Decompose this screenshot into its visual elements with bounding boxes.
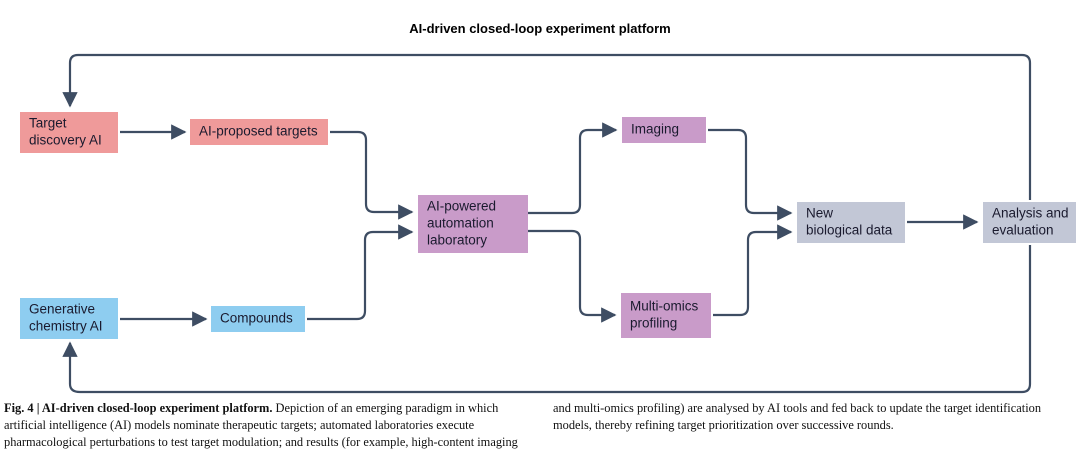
node-imaging: Imaging: [622, 117, 706, 143]
node-label-ai-powered-automation-laboratory: AI-powered: [427, 199, 496, 214]
node-box-analysis-and-evaluation: [983, 202, 1076, 243]
node-label-multi-omics-profiling: Multi-omics: [630, 299, 699, 314]
caption-title: AI-driven closed-loop experiment platfor…: [41, 401, 273, 415]
figure-diagram: AI-driven closed-loop experiment platfor…: [20, 21, 1076, 394]
edge-lab-to-imaging: [528, 122, 618, 215]
edge-multiomics-to-data: [713, 224, 793, 317]
node-label-analysis-and-evaluation: evaluation: [992, 223, 1054, 238]
edge-lab-to-multiomics: [528, 229, 617, 323]
node-box-multi-omics-profiling: [621, 293, 711, 338]
node-label-target-discovery-ai: Target: [29, 116, 67, 131]
node-compounds: Compounds: [211, 306, 305, 332]
node-target-discovery-ai: Target discovery AI: [20, 112, 118, 153]
edge-proposed-to-lab: [330, 130, 414, 220]
node-label-ai-proposed-targets: AI-proposed targets: [199, 124, 318, 139]
diagram-nodes: Target discovery AI AI-proposed targetsGen…: [20, 112, 1076, 339]
node-multi-omics-profiling: Multi-omics profiling: [621, 293, 711, 338]
node-label-new-biological-data: biological data: [806, 223, 893, 238]
node-label-generative-chemistry-ai: Generative: [29, 302, 95, 317]
node-box-imaging: [622, 117, 706, 143]
node-label-target-discovery-ai: discovery AI: [29, 133, 102, 148]
caption-figure-number: Fig. 4: [4, 401, 34, 415]
node-label-ai-powered-automation-laboratory: automation: [427, 216, 494, 231]
node-label-ai-powered-automation-laboratory: laboratory: [427, 233, 487, 248]
edge-analysis-feedback-top: [62, 53, 1032, 200]
diagram-title: AI-driven closed-loop experiment platfor…: [409, 21, 671, 36]
node-box-generative-chemistry-ai: [20, 298, 118, 339]
node-analysis-and-evaluation: Analysis and evaluation: [983, 202, 1076, 243]
node-label-new-biological-data: New: [806, 206, 833, 221]
node-box-target-discovery-ai: [20, 112, 118, 153]
node-label-generative-chemistry-ai: chemistry AI: [29, 319, 103, 334]
edge-imaging-to-data: [708, 128, 793, 221]
caption-body: Depiction of an emerging paradigm in whi…: [4, 401, 1042, 450]
caption-separator: |: [33, 401, 42, 415]
node-label-imaging: Imaging: [631, 122, 679, 137]
edge-analysis-feedback-bottom: [62, 245, 1032, 394]
node-generative-chemistry-ai: Generative chemistry AI: [20, 298, 118, 339]
node-box-new-biological-data: [797, 202, 905, 243]
edge-compounds-to-lab: [307, 224, 414, 321]
node-label-analysis-and-evaluation: Analysis and: [992, 206, 1069, 221]
node-ai-powered-automation-laboratory: AI-powered automation laboratory: [418, 195, 528, 253]
node-new-biological-data: New biological data: [797, 202, 905, 243]
node-label-compounds: Compounds: [220, 311, 293, 326]
node-label-multi-omics-profiling: profiling: [630, 316, 677, 331]
node-ai-proposed-targets: AI-proposed targets: [190, 119, 328, 145]
node-box-compounds: [211, 306, 305, 332]
node-box-ai-proposed-targets: [190, 119, 328, 145]
figure-caption: Fig. 4 | AI-driven closed-loop experimen…: [0, 400, 1080, 471]
node-box-ai-powered-automation-laboratory: [418, 195, 528, 253]
